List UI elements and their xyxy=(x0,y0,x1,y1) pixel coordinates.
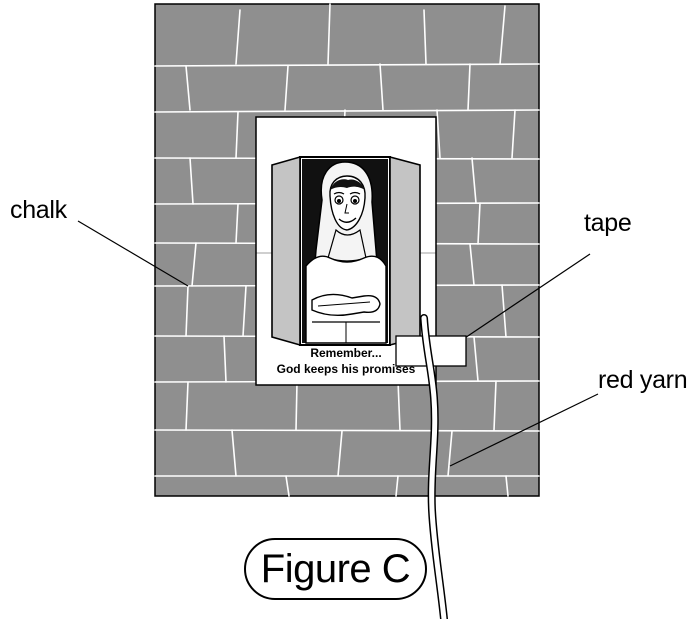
card-line-1: Remember... xyxy=(258,346,434,360)
label-red-yarn: red yarn xyxy=(598,366,687,395)
card-line-2: God keeps his promises xyxy=(258,362,434,376)
right-shutter xyxy=(390,157,420,345)
label-tape: tape xyxy=(584,209,631,238)
figure-caption: Figure C xyxy=(244,538,427,600)
window-picture xyxy=(300,157,390,345)
left-shutter xyxy=(272,157,300,345)
label-chalk: chalk xyxy=(10,196,67,225)
